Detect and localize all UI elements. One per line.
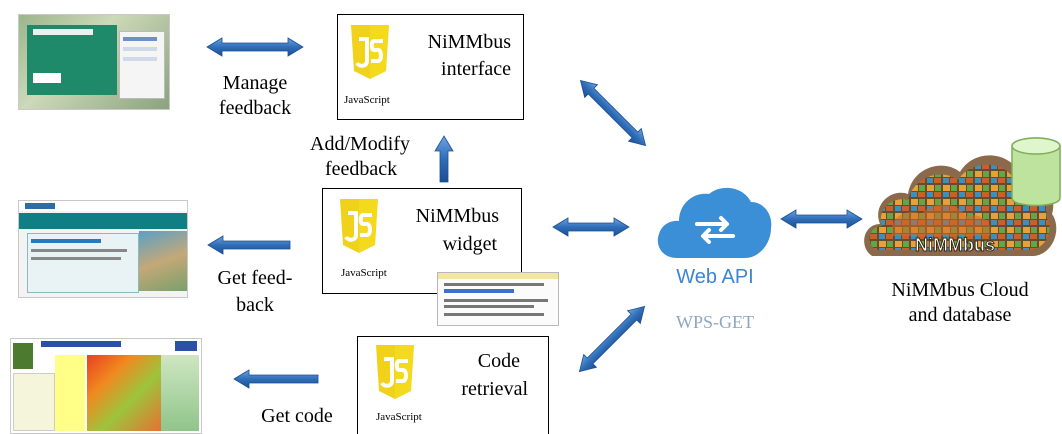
widget-api-double-arrow (552, 217, 630, 237)
get-code-left-arrow (233, 369, 319, 389)
code-retrieval-box: JavaScript Code retrieval (357, 336, 549, 434)
widget-title-line2: widget (442, 233, 497, 255)
manage-feedback-label-line2: feedback (218, 97, 292, 119)
web-api-cloud-icon (655, 180, 775, 262)
javascript-caption: JavaScript (341, 267, 387, 279)
screenshot-nextgeoss-portal (18, 200, 188, 298)
manage-feedback-label-line1: Manage (222, 72, 288, 94)
javascript-logo-icon (338, 199, 380, 255)
web-api-title: Web API (676, 266, 754, 288)
api-cloud-double-arrow (780, 209, 863, 229)
nimmbus-widget-box: JavaScript NiMMbus widget (322, 188, 522, 294)
screenshot-management-app (18, 14, 170, 110)
javascript-logo-icon (349, 25, 391, 81)
get-feedback-label-line1: Get feed- (217, 267, 293, 289)
widget-title-line1: NiMMbus (415, 205, 499, 227)
javascript-caption: JavaScript (344, 94, 390, 106)
nimmbus-interface-box: JavaScript NiMMbus interface (337, 14, 524, 120)
manage-feedback-double-arrow (206, 37, 304, 57)
cloud-caption-line2: and database (908, 304, 1012, 326)
cloud-caption-line1: NiMMbus Cloud (891, 279, 1029, 301)
interface-api-double-arrow (579, 79, 647, 147)
retrieval-api-double-arrow (578, 305, 646, 373)
nimmbus-cloud-logo-text: NiMMbus (915, 235, 996, 256)
add-modify-label-line1: Add/Modify (310, 133, 410, 155)
javascript-caption: JavaScript (376, 411, 422, 423)
interface-title-line2: interface (441, 58, 511, 80)
add-modify-up-arrow (434, 135, 454, 183)
get-code-label: Get code (261, 405, 333, 427)
retrieval-title-line2: retrieval (461, 378, 528, 400)
interface-title-line1: NiMMbus (427, 31, 511, 53)
nimmbus-cloud-icon (862, 128, 1062, 268)
add-modify-label-line2: feedback (325, 158, 398, 180)
get-feedback-label-line2: back (236, 294, 274, 316)
screenshot-feedback-popup (437, 272, 559, 326)
screenshot-protected-areas-map (10, 338, 202, 434)
web-api-protocol: WPS-GET (676, 312, 754, 332)
javascript-logo-icon (374, 345, 416, 401)
get-feedback-left-arrow (207, 235, 291, 255)
retrieval-title-line1: Code (477, 350, 520, 372)
